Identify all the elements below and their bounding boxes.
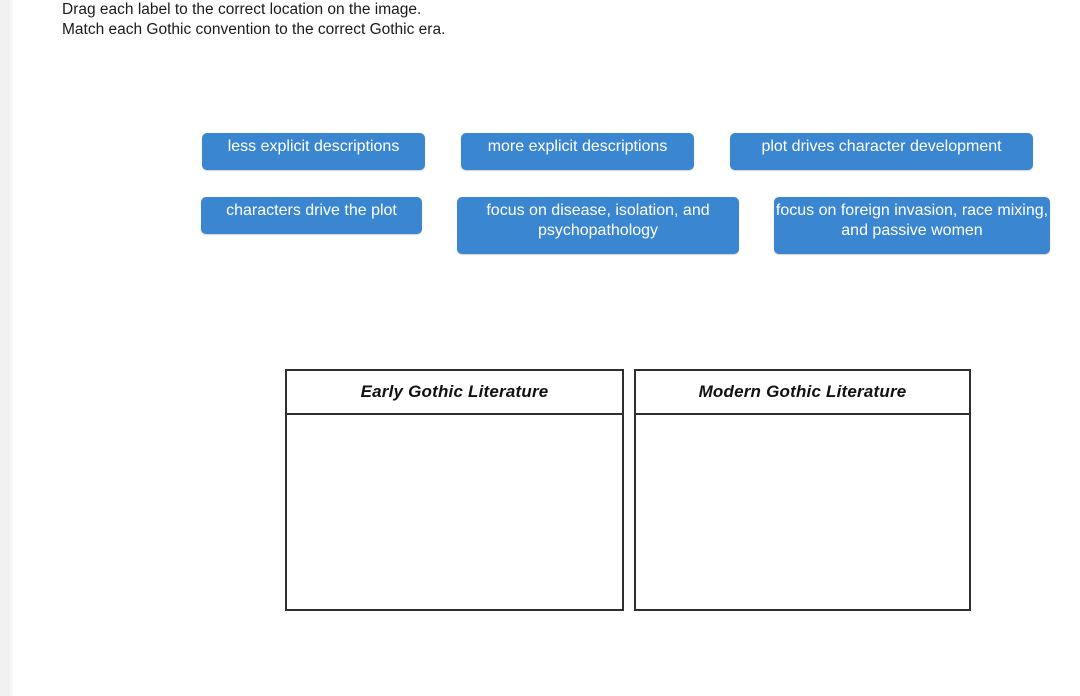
- drop-zone-early-gothic-literature[interactable]: Early Gothic Literature: [285, 369, 624, 611]
- draggable-label-characters-drive-the-plot[interactable]: characters drive the plot: [201, 197, 422, 234]
- draggable-label-less-explicit-descriptions[interactable]: less explicit descriptions: [202, 133, 425, 170]
- drop-zone-body-modern[interactable]: [636, 415, 969, 609]
- drop-zone-body-early[interactable]: [287, 415, 622, 609]
- activity-canvas: Drag each label to the correct location …: [13, 0, 1080, 696]
- instructions-block: Drag each label to the correct location …: [62, 0, 445, 40]
- page-left-divider: [10, 0, 13, 696]
- drop-zone-modern-gothic-literature[interactable]: Modern Gothic Literature: [634, 369, 971, 611]
- instruction-drag-text: Drag each label to the correct location …: [62, 1, 422, 18]
- drop-zone-title-modern: Modern Gothic Literature: [698, 382, 907, 401]
- draggable-label-focus-on-foreign-invasion[interactable]: focus on foreign invasion, race mixing, …: [774, 197, 1050, 254]
- draggable-label-plot-drives-character-development[interactable]: plot drives character development: [730, 133, 1033, 170]
- draggable-label-focus-on-disease[interactable]: focus on disease, isolation, and psychop…: [457, 197, 739, 254]
- drop-zone-header-modern: Modern Gothic Literature: [636, 371, 969, 415]
- page-left-margin-strip: [0, 0, 10, 696]
- drop-zone-header-early: Early Gothic Literature: [287, 371, 622, 415]
- instruction-match-text: Match each Gothic convention to the corr…: [62, 21, 446, 38]
- drop-zone-title-early: Early Gothic Literature: [360, 382, 549, 401]
- draggable-label-more-explicit-descriptions[interactable]: more explicit descriptions: [461, 133, 694, 170]
